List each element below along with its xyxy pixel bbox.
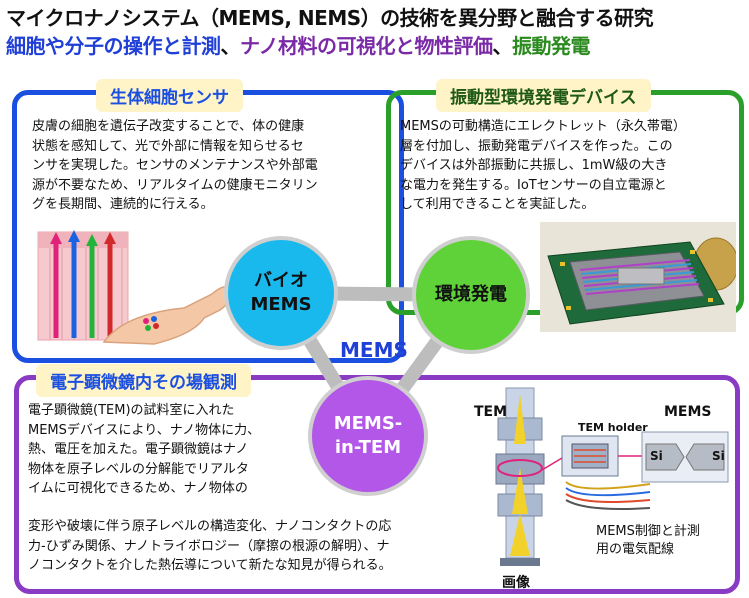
- wiring-caption-line2: 用の電気配線: [596, 542, 675, 557]
- tem-schematic-illustration: [495, 387, 729, 566]
- subtitle-part-nano: ナノ材料の可視化と物性評価: [240, 34, 493, 58]
- tem-figure-label: TEM: [474, 404, 508, 420]
- bio-mems-label-line2: MEMS: [250, 294, 312, 315]
- subtitle-part-vibration: 振動発電: [512, 34, 591, 58]
- mems-in-tem-node: MEMS- in-TEM: [308, 376, 428, 496]
- hub-triangle: [274, 286, 478, 443]
- si-right-label: Si: [712, 449, 725, 463]
- vibration-harvester-device-photo: [540, 222, 736, 332]
- tem-holder: [541, 435, 642, 477]
- mems-chip-closeup: [641, 431, 729, 483]
- mems-in-tem-label-line1: MEMS-: [333, 413, 403, 434]
- bio-panel-heading: 生体細胞センサ: [96, 79, 243, 112]
- tem-text-line: 変形や破壊に伴う原子レベルの構造変化、ナノコンタクトの応: [28, 519, 392, 534]
- env-description: MEMSの可動構造にエレクトレット（永久帯電） 層を付加し、振動発電デバイスを作…: [400, 117, 686, 215]
- subtitle-separator: 、: [492, 34, 513, 58]
- tem-holder-label: TEM holder: [578, 421, 648, 434]
- tem-text-line: 物体を原子レベルの分解能でリアルタ: [28, 461, 249, 477]
- bio-text-line: 皮膚の細胞を遺伝子改変することで、体の健康: [32, 119, 305, 134]
- env-text-line: な電力を発生する。IoTセンサーの自立電源と: [400, 177, 667, 193]
- mems-figure-label: MEMS: [664, 404, 712, 420]
- subtitle-separator: 、: [220, 34, 241, 58]
- bio-description: 皮膚の細胞を遺伝子改変することで、体の健康 状態を感知して、光で外部に情報を知ら…: [32, 117, 318, 215]
- bio-text-line: 源が不要なため、リアルタイムの健康モニタリン: [32, 177, 318, 193]
- bio-mems-node: バイオ MEMS: [224, 236, 338, 350]
- tem-description: 電子顕微鏡(TEM)の試料室に入れた MEMSデバイスにより、ナノ物体に力、 熱…: [28, 401, 260, 499]
- page-title: マイクロナノシステム（MEMS, NEMS）の技術を異分野と融合する研究: [6, 6, 654, 30]
- wiring-caption: MEMS制御と計測 用の電気配線: [596, 523, 700, 559]
- tem-text-line: 熱、電圧を加えた。電子顕微鏡はナノ: [28, 442, 249, 457]
- page-subtitle: 細胞や分子の操作と計測、ナノ材料の可視化と物性評価、振動発電: [6, 30, 591, 59]
- subtitle-part-cells: 細胞や分子の操作と計測: [6, 34, 221, 58]
- tem-panel-heading: 電子顕微鏡内その場観測: [36, 364, 251, 397]
- tem-text-line: 電子顕微鏡(TEM)の試料室に入れた: [28, 403, 235, 418]
- image-output-label: 画像: [502, 575, 530, 591]
- center-mems-label: MEMS: [340, 338, 408, 362]
- bio-mems-label-line1: バイオ: [254, 270, 308, 291]
- tem-description-wide: 変形や破壊に伴う原子レベルの構造変化、ナノコンタクトの応 力-ひずみ関係、ナノト…: [28, 517, 392, 576]
- tem-column: [495, 387, 545, 566]
- tem-text-line: MEMSデバイスにより、ナノ物体に力、: [28, 422, 261, 438]
- wiring-cables: [565, 481, 651, 510]
- tem-text-line: 力-ひずみ関係、ナノトライボロジー（摩擦の根源の解明）、ナ: [28, 538, 390, 554]
- wiring-caption-line1: MEMS制御と計測: [596, 524, 700, 539]
- env-text-line: して利用できることを実証した。: [400, 197, 595, 212]
- tem-text-line: イムに可視化できるため、ナノ物体の: [28, 481, 248, 496]
- skin-cell-layers: [37, 230, 129, 341]
- tem-text-line: ノコンタクトを介した熱伝導について新たな知見が得られる。: [28, 558, 392, 573]
- skin-cell-sensor-illustration: [37, 230, 232, 345]
- env-panel-heading: 振動型環境発電デバイス: [436, 79, 651, 112]
- env-text-line: MEMSの可動構造にエレクトレット（永久帯電）: [400, 119, 686, 134]
- bio-text-line: グを長期間、連続的に行える。: [32, 197, 214, 212]
- si-left-label: Si: [650, 449, 663, 463]
- env-text-line: 層を付加し、振動発電デバイスを作った。この: [400, 138, 673, 154]
- energy-harvesting-node: 環境発電: [412, 236, 530, 354]
- mems-in-tem-label-line2: in-TEM: [334, 437, 402, 458]
- energy-harvesting-label: 環境発電: [435, 284, 507, 305]
- bio-text-line: ンサを実現した。センサのメンテナンスや外部電: [32, 158, 318, 173]
- bio-text-line: 状態を感知して、光で外部に情報を知らせるセ: [32, 138, 304, 154]
- env-text-line: デバイスは外部振動に共振し、1mW級の大き: [400, 158, 668, 173]
